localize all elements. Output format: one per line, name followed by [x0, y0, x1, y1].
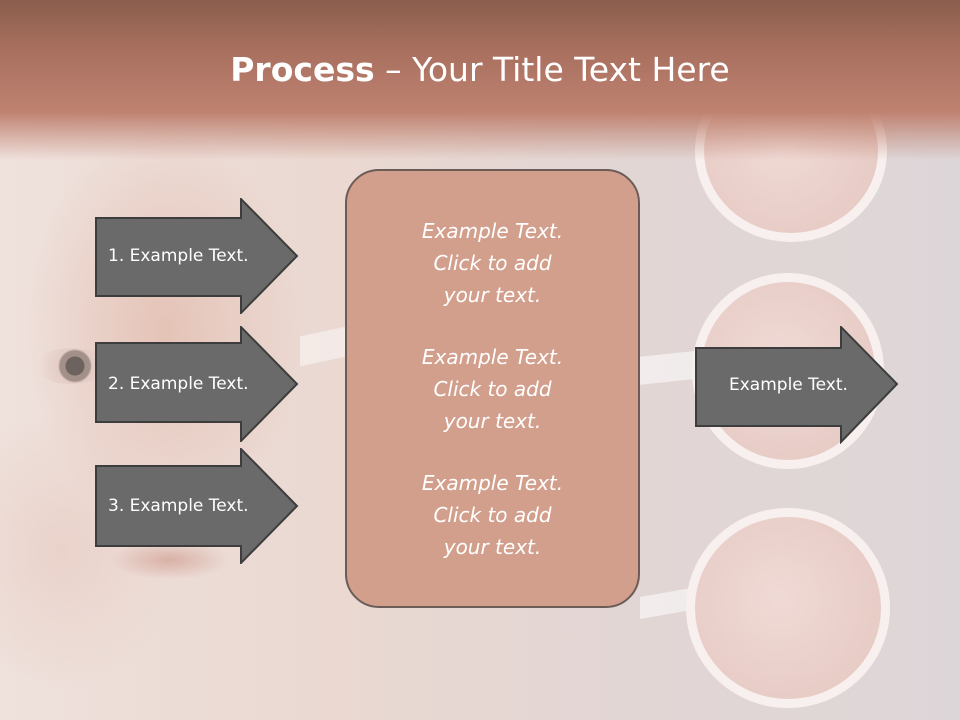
title-band — [0, 0, 960, 160]
center-paragraph-2: Example Text. Click to add your text. — [421, 344, 564, 433]
process-step-arrow-2[interactable]: 2. Example Text. — [95, 326, 301, 442]
process-step-label: 3. Example Text. — [108, 496, 249, 516]
skin-closeup-circle-bottom — [686, 508, 890, 708]
process-step-arrow-1[interactable]: 1. Example Text. — [95, 198, 301, 314]
process-step-arrow-3[interactable]: 3. Example Text. — [95, 448, 301, 564]
right-arrow-shape — [95, 326, 299, 442]
title-rest-text: – Your Title Text Here — [374, 50, 730, 89]
result-arrow-label: Example Text. — [729, 375, 848, 395]
right-arrow-shape — [95, 198, 299, 314]
right-arrow-shape — [695, 326, 899, 444]
process-step-label: 2. Example Text. — [108, 374, 249, 394]
title-bold-text: Process — [230, 50, 375, 89]
slide-title[interactable]: Process – Your Title Text Here — [0, 50, 960, 89]
center-paragraph-3: Example Text. Click to add your text. — [421, 470, 564, 559]
right-arrow-shape — [95, 448, 299, 564]
result-arrow[interactable]: Example Text. — [695, 326, 901, 444]
center-text-box[interactable]: Example Text. Click to add your text. Ex… — [345, 169, 640, 608]
center-paragraph-1: Example Text. Click to add your text. — [421, 218, 564, 307]
process-step-label: 1. Example Text. — [108, 246, 249, 266]
